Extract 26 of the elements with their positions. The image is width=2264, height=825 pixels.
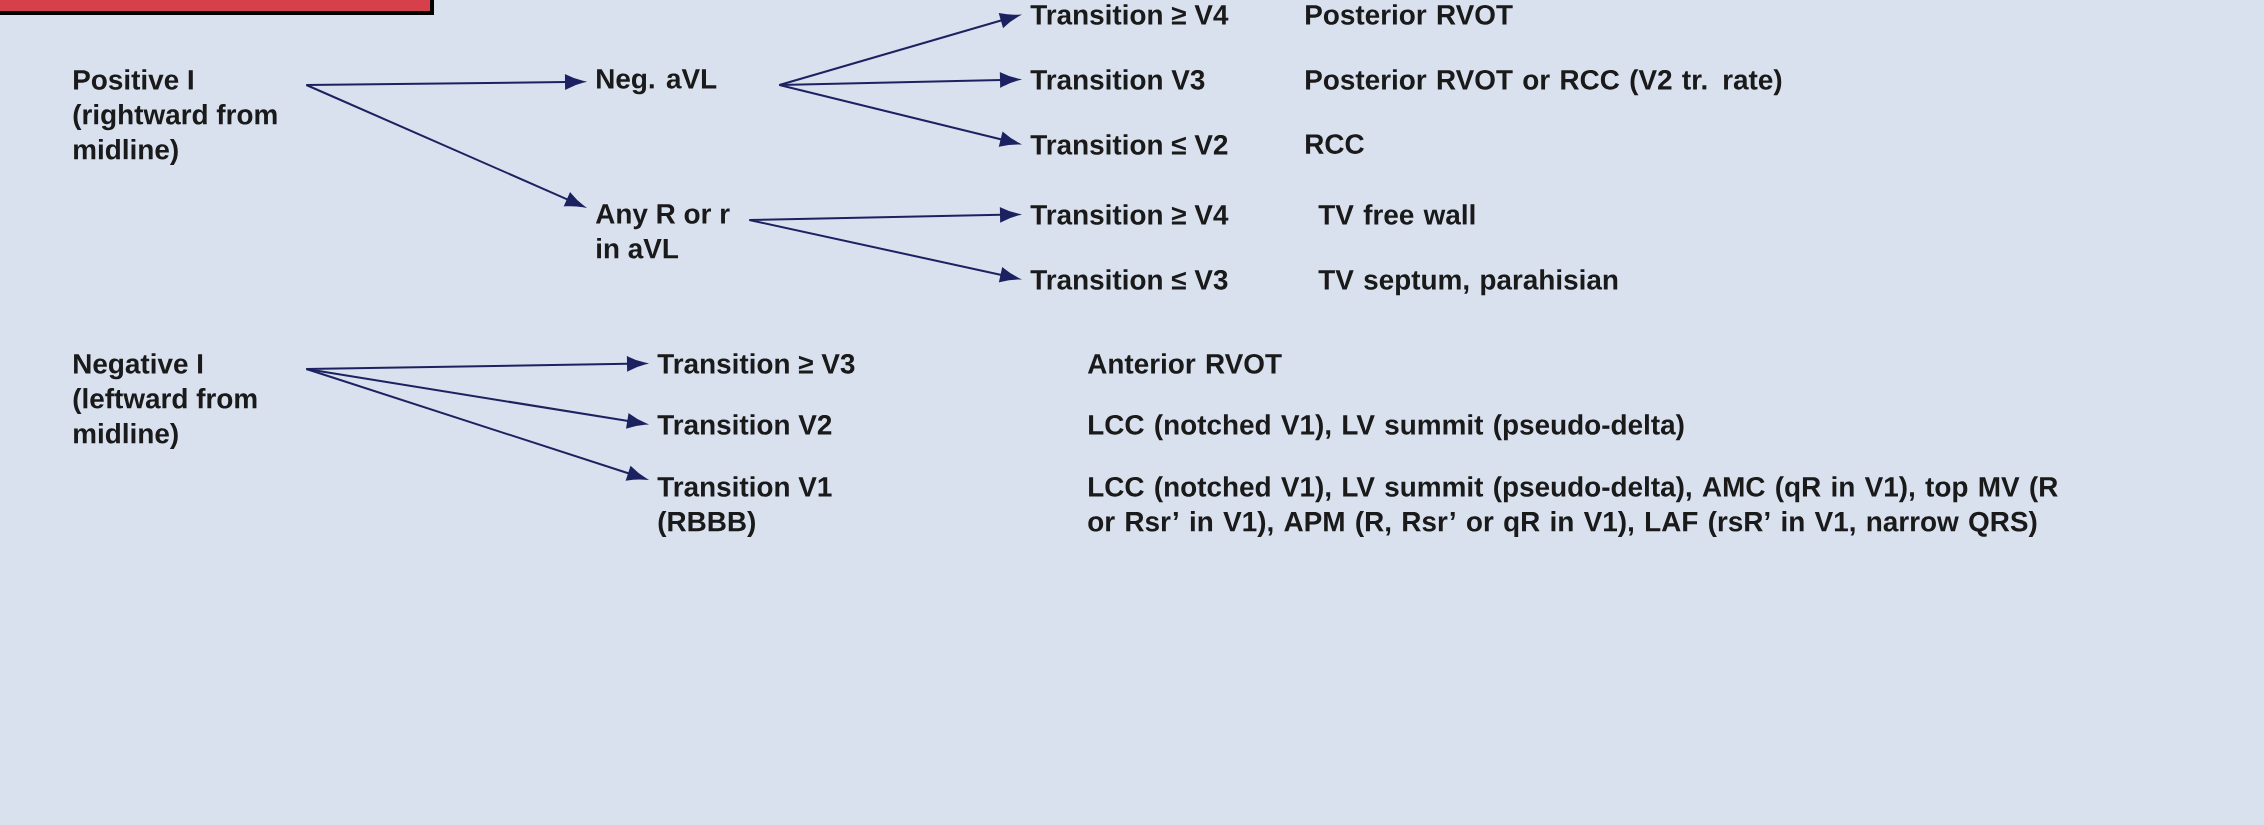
location-text: LCC (notched V1), LV summit (pseudo-delta): [1089, 414, 1684, 441]
label-text: Transition ≤ V2: [1030, 134, 1228, 155]
label-text: Transition ≤ V3: [1030, 269, 1228, 290]
arrow: [305, 74, 584, 90]
arrow: [778, 84, 1019, 147]
location-text: TV free wall: [1318, 204, 1475, 225]
label-text: Transition V2: [657, 414, 832, 435]
location-text: TV septum, parahisian: [1318, 269, 1618, 296]
location-text: Anterior RVOT: [1087, 353, 1282, 374]
location-text: RCC: [1306, 134, 1364, 154]
label-text: Transition ≥ V4: [1030, 204, 1229, 225]
label-text: Transition ≥ V3: [657, 353, 855, 374]
location-text: LCC (notched V1), LV summit (pseudo-delta), AMC (qR in V1), top MV (R or Rsr’ in V1), APM (R, Rsr’ or qR in V1), LAF (rsR’ in V1, narrow QRS): [1088, 476, 2058, 538]
label-text: Transition V1 (RBBB): [657, 476, 832, 538]
location-text: Posterior RVOT: [1306, 4, 1513, 25]
label-text: Negative I (leftward from midline): [73, 353, 257, 449]
arrow: [748, 219, 1019, 283]
arrow: [305, 84, 585, 208]
label-text: Any R or r in aVL: [595, 204, 730, 259]
label-text: Transition V3: [1030, 69, 1205, 90]
arrow: [305, 368, 646, 481]
arrow: [305, 368, 646, 429]
location-text: Posterior RVOT or RCC (V2 tr. rate): [1306, 69, 1782, 96]
label-text: Positive I (rightward from midline): [73, 69, 277, 165]
label-text: Transition ≥ V4: [1030, 4, 1229, 25]
label-text: Neg. aVL: [597, 69, 717, 95]
